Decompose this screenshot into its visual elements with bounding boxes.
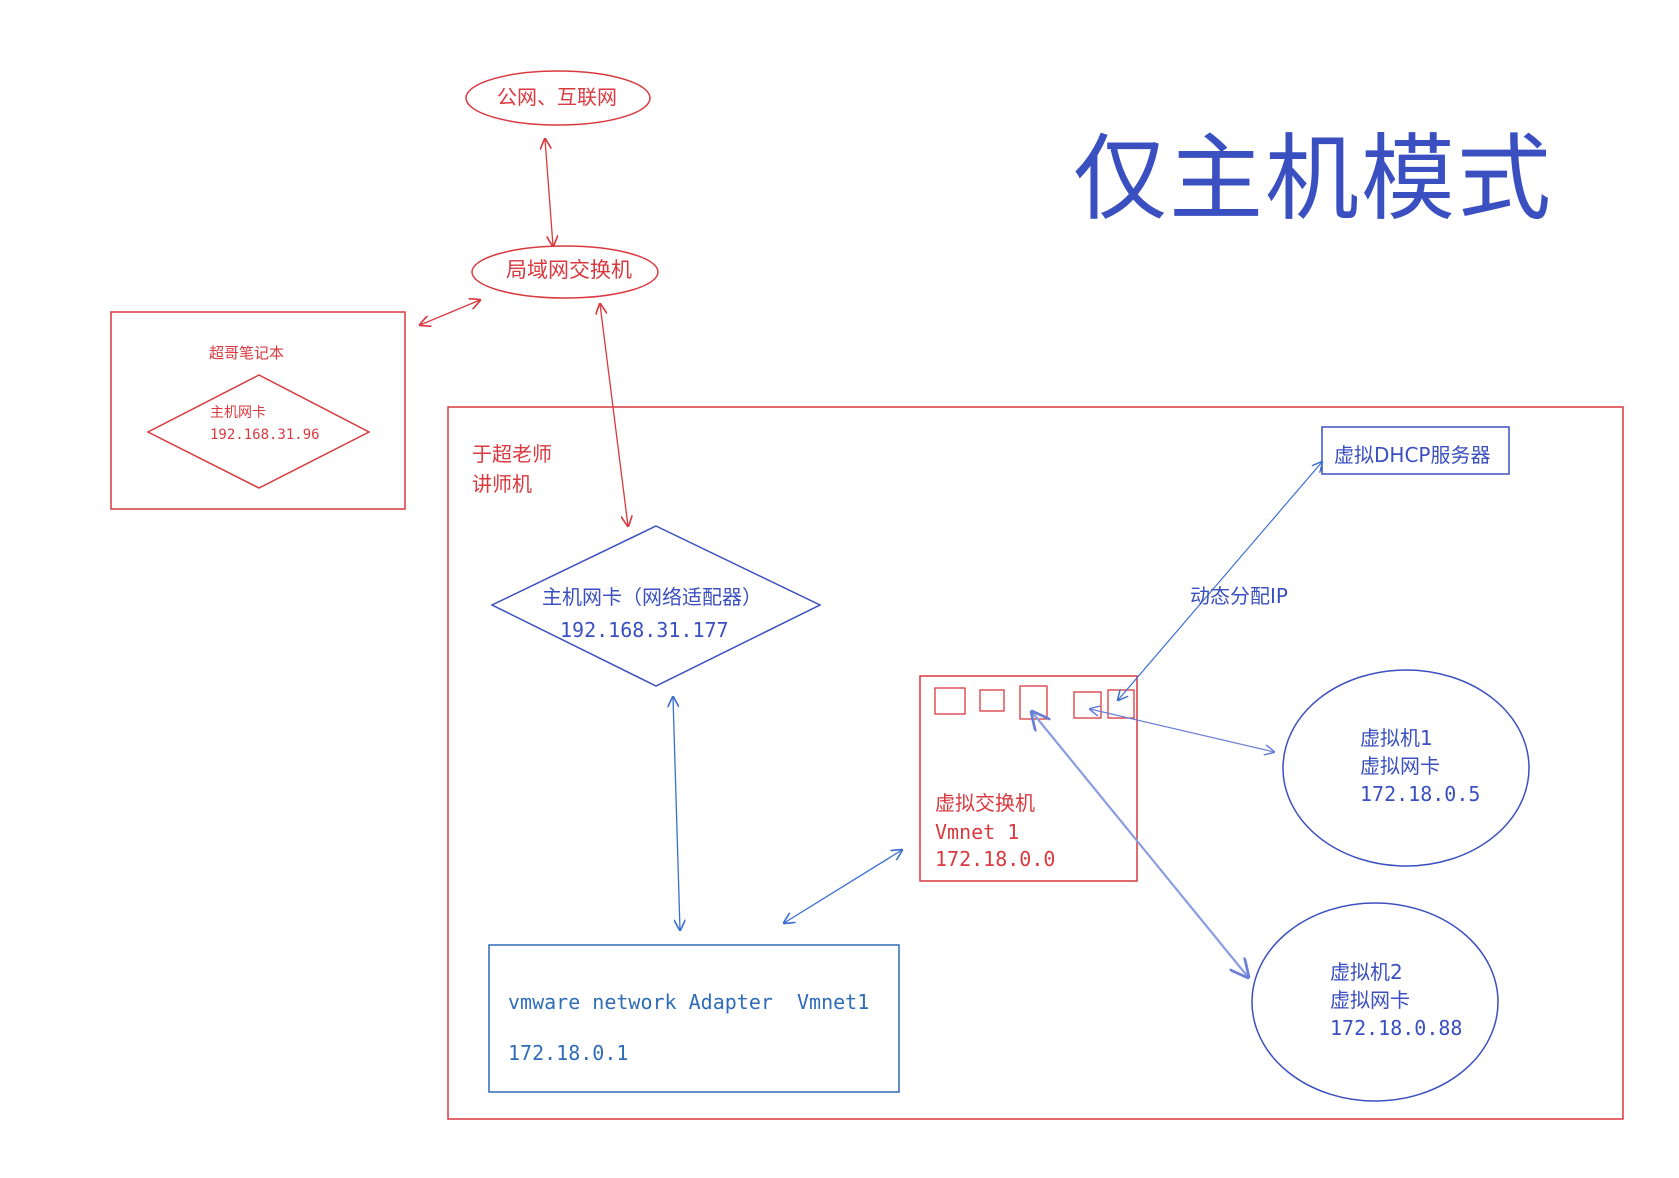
arrow-vswitch-vm2	[1032, 712, 1248, 977]
page-title: 仅主机模式	[1073, 125, 1554, 234]
internet-label: 公网、互联网	[497, 85, 617, 109]
dhcp-link-label: 动态分配IP	[1190, 584, 1288, 608]
vmware-adapter-box	[488, 944, 900, 1093]
arrow-lan-laptop	[420, 300, 480, 325]
arrow-adapter-vswitch	[784, 850, 902, 923]
vm1-ip: 172.18.0.5	[1360, 782, 1481, 806]
teacher-pc-box	[447, 406, 1624, 1120]
virtual-switch-label: 虚拟交换机	[935, 791, 1035, 815]
virtual-switch-name: Vmnet 1	[935, 820, 1020, 844]
dhcp-label: 虚拟DHCP服务器	[1334, 443, 1491, 467]
vmware-adapter-ip: 172.18.0.1	[508, 1041, 629, 1065]
host-nic-diamond	[490, 525, 822, 687]
laptop-nic-diamond	[146, 374, 371, 489]
vm2-ip: 172.18.0.88	[1330, 1016, 1463, 1040]
vm2-nic: 虚拟网卡	[1330, 988, 1410, 1012]
arrow-lan-hostnic	[600, 304, 628, 526]
switch-port-4	[1073, 691, 1102, 719]
laptop-name: 超哥笔记本	[209, 344, 285, 362]
vm2-node	[1251, 902, 1499, 1102]
laptop-nic-label: 主机网卡	[210, 405, 266, 421]
switch-port-1	[934, 687, 966, 715]
arrow-hostnic-adapter	[673, 697, 680, 930]
lan-switch-node	[471, 245, 659, 299]
arrow-vswitch-vm1	[1090, 709, 1274, 752]
laptop-box	[110, 311, 406, 510]
vmware-adapter-name: vmware network Adapter Vmnet1	[508, 990, 870, 1014]
vm1-name: 虚拟机1	[1360, 726, 1433, 750]
internet-node	[465, 70, 651, 126]
virtual-switch-ip: 172.18.0.0	[935, 847, 1056, 871]
host-nic-ip: 192.168.31.177	[560, 618, 729, 642]
host-nic-label: 主机网卡（网络适配器）	[542, 585, 762, 609]
switch-port-2	[979, 689, 1005, 712]
vm1-nic: 虚拟网卡	[1360, 754, 1440, 778]
teacher-pc-name-line2: 讲师机	[472, 472, 532, 496]
arrow-internet-lan	[545, 139, 553, 246]
dhcp-box	[1321, 426, 1510, 475]
laptop-nic-ip: 192.168.31.96	[210, 427, 320, 443]
vm1-node	[1282, 669, 1530, 867]
arrow-vswitch-dhcp	[1118, 462, 1322, 700]
lan-switch-label: 局域网交换机	[506, 258, 632, 282]
teacher-pc-name-line1: 于超老师	[472, 442, 552, 466]
vm2-name: 虚拟机2	[1330, 960, 1403, 984]
